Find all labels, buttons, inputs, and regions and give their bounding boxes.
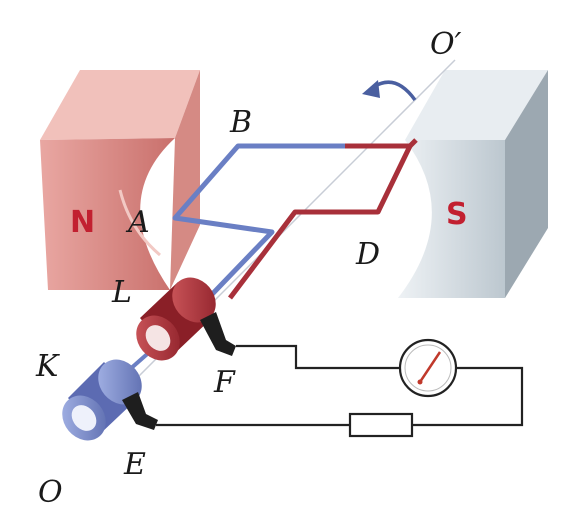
north-magnet-side — [170, 70, 200, 290]
label-axis-top: O′ — [430, 27, 462, 62]
label-axis-bottom: O — [38, 475, 63, 510]
coil-blue-wire — [172, 143, 345, 314]
north-magnet-highlight — [118, 189, 161, 257]
label-a: A — [125, 205, 150, 240]
label-l: L — [111, 275, 132, 310]
south-magnet-top — [405, 70, 548, 140]
north-magnet-top — [40, 70, 200, 140]
north-magnet — [40, 70, 200, 290]
rotation-arrow-icon — [362, 80, 417, 102]
brush-f — [200, 312, 236, 356]
label-b: B — [229, 105, 252, 140]
label-d: D — [355, 237, 380, 272]
resistor-icon — [348, 412, 414, 438]
coil-red-wire — [228, 143, 413, 300]
circuit-right-wire — [412, 366, 524, 427]
south-pole-label: S — [446, 197, 468, 232]
external-circuit — [156, 338, 524, 438]
south-magnet-side — [505, 70, 548, 298]
label-e: E — [123, 447, 146, 482]
circuit-top-wire-left — [236, 344, 400, 370]
south-magnet — [398, 70, 548, 298]
coil-red-stub — [408, 138, 418, 148]
south-magnet-front — [398, 140, 505, 298]
slip-ring-blue — [62, 359, 142, 441]
brush-e — [122, 392, 158, 430]
north-magnet-front — [40, 138, 175, 290]
galvanometer-icon — [398, 338, 458, 398]
brush-icon — [122, 312, 236, 430]
north-pole-label: N — [70, 205, 95, 240]
label-f: F — [213, 365, 236, 400]
label-k: K — [35, 349, 60, 384]
slip-ring-red — [136, 277, 216, 361]
